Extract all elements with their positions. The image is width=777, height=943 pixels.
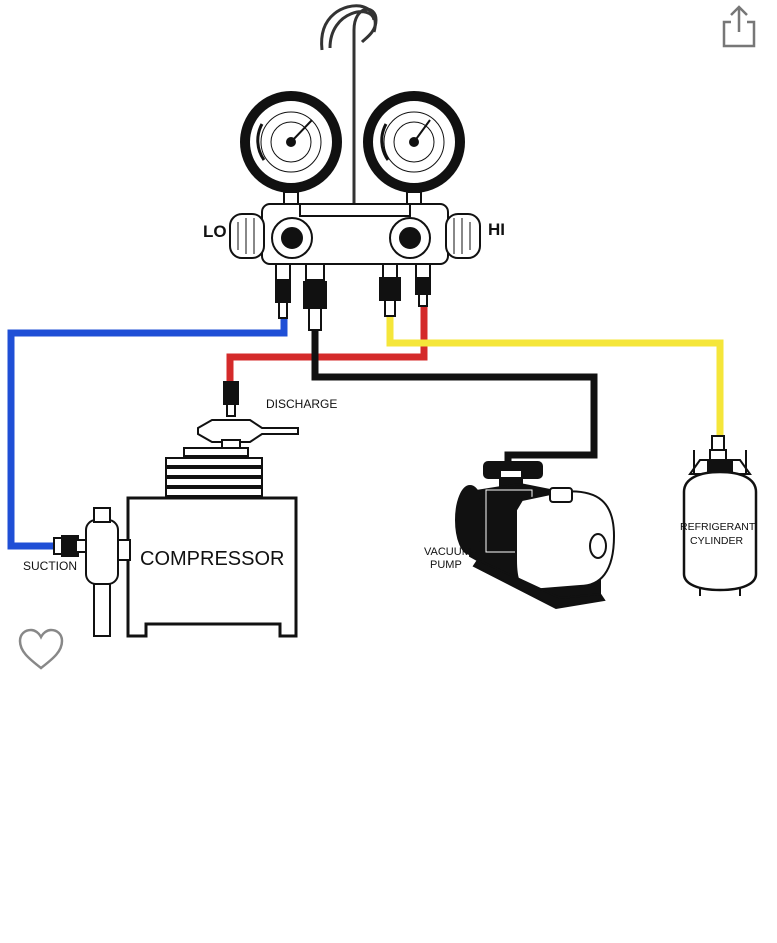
manifold-gauge-set [229,4,481,331]
blue-suction-hose [7,318,288,550]
hoses [7,305,724,550]
low-side-knob [229,213,265,259]
vacuum-label: VACUUM [424,546,471,558]
compressor [53,381,299,638]
yellow-charging-hose [386,316,724,438]
red-discharge-hose [226,305,428,382]
refrigerant-cylinder [682,435,758,596]
pump-label: PUMP [430,559,462,571]
discharge-label: DISCHARGE [266,397,337,411]
hi-label: HI [488,220,505,239]
refrigerant-label: REFRIGERANT [680,521,756,533]
low-pressure-gauge [240,91,342,205]
share-button[interactable] [716,2,762,50]
favorite-button[interactable] [14,624,68,674]
share-icon [722,5,756,48]
cylinder-body [682,470,758,592]
compressor-body [126,496,298,638]
heart-outline-icon [18,628,64,670]
high-pressure-gauge [363,91,465,205]
manifold-fittings [275,263,431,331]
black-vacuum-hose [311,330,598,470]
suction-label: SUCTION [23,559,77,573]
vacuum-pump [455,461,616,610]
cylinder-label: CYLINDER [690,535,744,547]
lo-label: LO [203,222,227,241]
compressor-label: COMPRESSOR [140,548,284,570]
high-side-knob [445,213,481,259]
